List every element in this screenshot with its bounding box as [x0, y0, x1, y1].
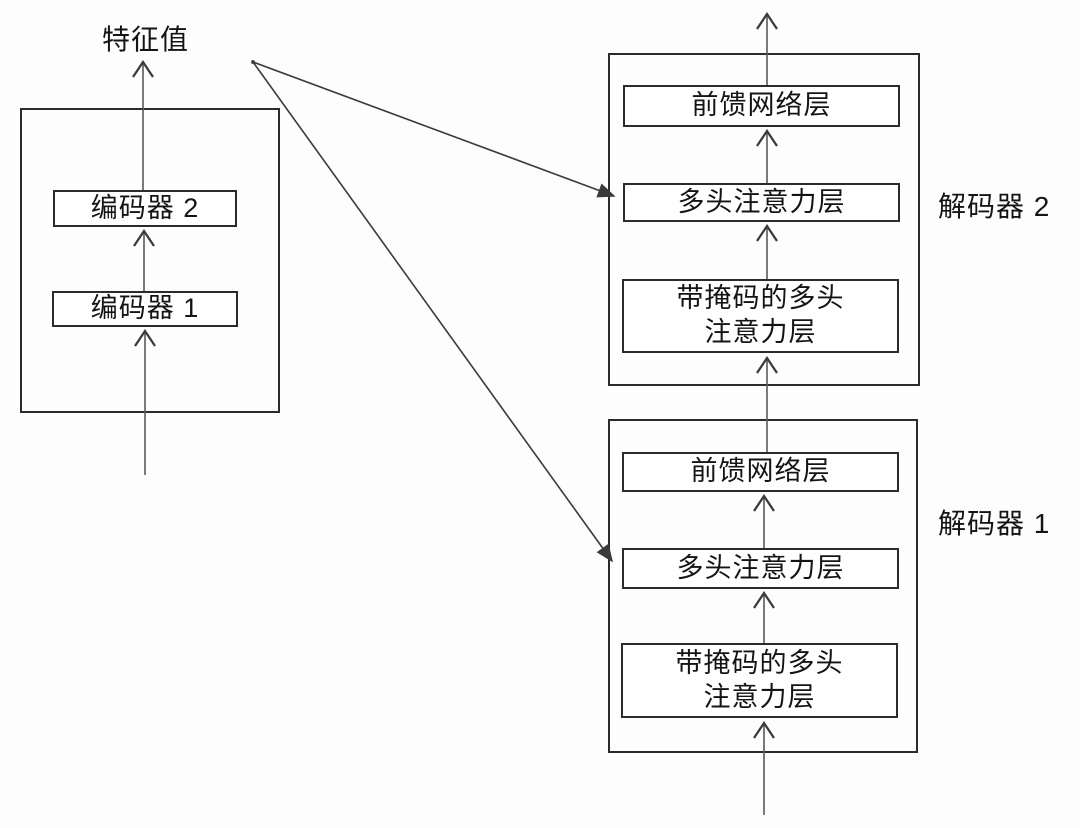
encoder-1-label: 编码器 1	[90, 293, 200, 324]
decoder-2-masked-mha-box: 带掩码的多头 注意力层	[622, 279, 899, 353]
decoder-1-mha-box: 多头注意力层	[622, 548, 899, 589]
encoder-2-label: 编码器 2	[90, 192, 200, 223]
decoder-2-ffn-label: 前馈网络层	[691, 90, 832, 121]
feature-value-label: 特征值	[102, 24, 190, 55]
decoder-2-masked-mha-label: 带掩码的多头 注意力层	[676, 283, 845, 347]
arrow-feature-to-decoder1-mha	[252, 61, 613, 563]
encoder-1-box: 编码器 1	[52, 291, 238, 327]
decoder-2-title: 解码器 2	[938, 191, 1051, 222]
decoder-2-ffn-box: 前馈网络层	[623, 85, 900, 127]
arrow-feature-to-decoder2-mha	[252, 61, 616, 198]
decoder-1-masked-mha-box: 带掩码的多头 注意力层	[621, 643, 898, 718]
decoder-1-box	[608, 419, 918, 753]
decoder-2-mha-label: 多头注意力层	[677, 186, 846, 217]
decoder-1-ffn-box: 前馈网络层	[622, 452, 899, 492]
encoder-stack-box	[20, 108, 280, 413]
decoder-1-title: 解码器 1	[938, 508, 1051, 539]
decoder-2-mha-box: 多头注意力层	[623, 183, 900, 222]
decoder-1-mha-label: 多头注意力层	[676, 552, 845, 583]
encoder-2-box: 编码器 2	[53, 190, 237, 227]
decoder-1-ffn-label: 前馈网络层	[690, 456, 831, 487]
decoder-1-masked-mha-label: 带掩码的多头 注意力层	[675, 647, 844, 712]
fanout-origin-point	[251, 60, 255, 64]
